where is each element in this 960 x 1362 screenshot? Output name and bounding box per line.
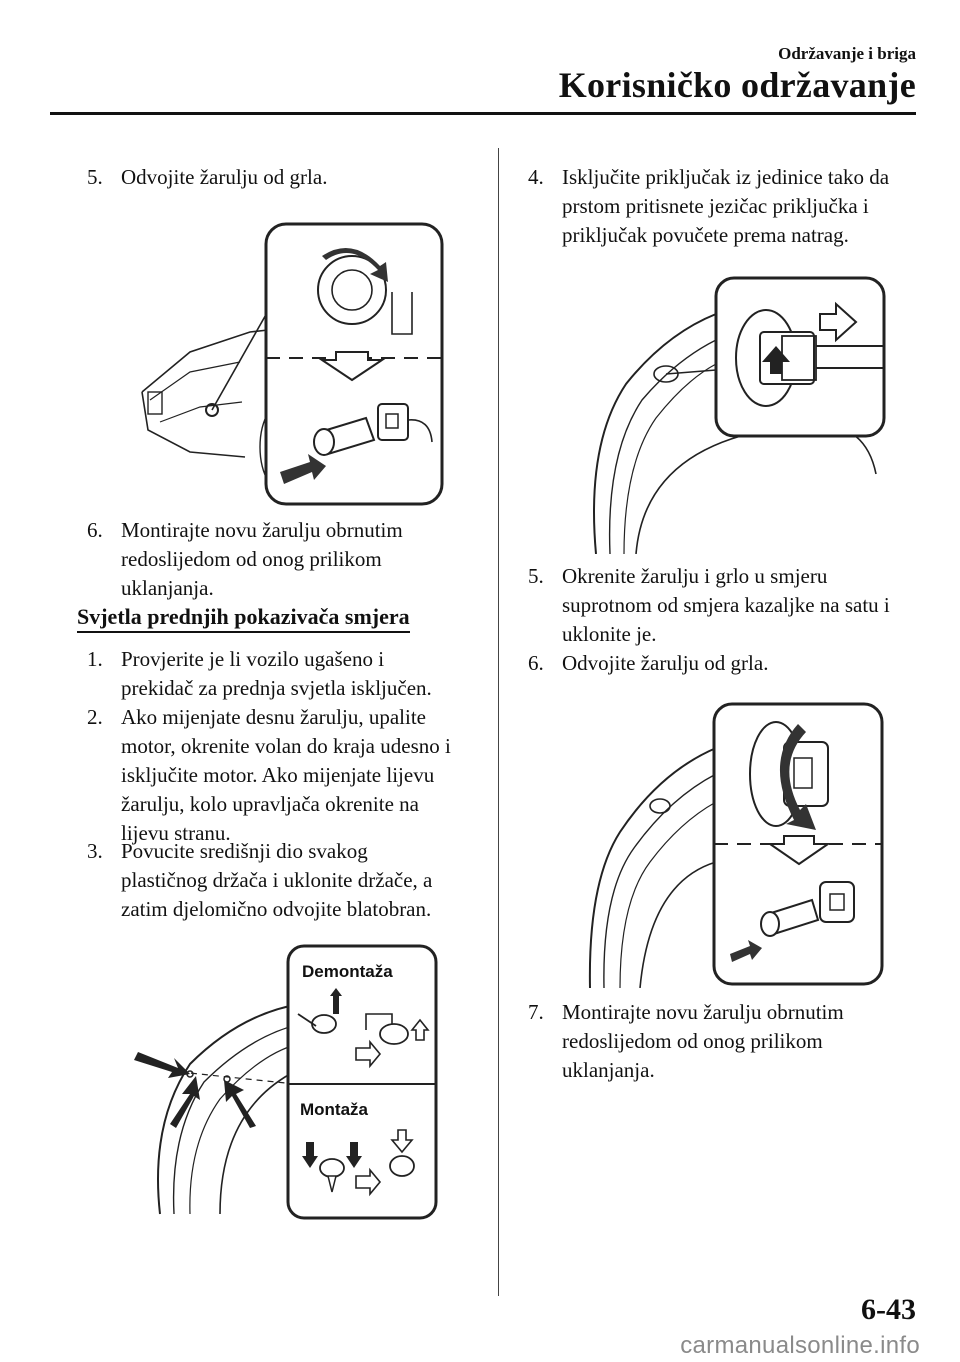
step-number: 6. [87,518,103,542]
step-text-line: motor, okrenite volan do kraja udesno i [121,734,451,758]
socket-rotate-figure [588,702,884,988]
step-number: 2. [87,705,103,729]
retainer-figure: Demontaža Montaža [130,944,440,1222]
step-number: 4. [528,165,544,189]
label-installation: Montaža [300,1100,368,1119]
bulb-removal-figure [141,222,444,506]
step-text-line: uklanjanja. [562,1058,655,1082]
step-text-line: priključak povučete prema natrag. [562,223,849,247]
header-rule [50,112,916,115]
step-text-line: zatim djelomično odvojite blatobran. [121,897,432,921]
step-text-line: isključite motor. Ako mijenjate lijevu [121,763,435,787]
step-text-line: Odvojite žarulju od grla. [562,651,769,675]
step-number: 3. [87,839,103,863]
label-removal: Demontaža [302,962,393,981]
step-text: Odvojite žarulju od grla. [121,165,328,189]
step-number: 5. [528,564,544,588]
step-text-line: lijevu stranu. [121,821,231,845]
step-text-line: prstom pritisnete jezičac priključka i [562,194,869,218]
step-number: 1. [87,647,103,671]
step-text-line: redoslijedom od onog prilikom [121,547,382,571]
section-title: Održavanje i briga [778,44,916,63]
chapter-title: Korisničko održavanje [558,65,916,105]
step-text-line: uklanjanja. [121,576,214,600]
page-number: 6-43 [861,1293,916,1326]
step-text-line: plastičnog držača i uklonite držače, a [121,868,433,892]
connector-figure [593,276,886,554]
watermark: carmanualsonline.info [680,1332,920,1359]
step-text-line: Montirajte novu žarulju obrnutim [562,1000,844,1024]
step-text-line: Ako mijenjate desnu žarulju, upalite [121,705,426,729]
column-divider [498,148,499,1296]
step-text-line: redoslijedom od onog prilikom [562,1029,823,1053]
step-text-line: prekidač za prednja svjetla isključen. [121,676,432,700]
step-number: 6. [528,651,544,675]
step-text-line: uklonite je. [562,622,657,646]
step-text-line: Montirajte novu žarulju obrnutim [121,518,403,542]
step-text-line: suprotnom od smjera kazaljke na satu i [562,593,890,617]
step-number: 7. [528,1000,544,1024]
step-number: 5. [87,165,103,189]
step-text-line: Okrenite žarulju i grlo u smjeru [562,564,828,588]
step-text-line: Povucite središnji dio svakog [121,839,368,863]
step-text-line: Provjerite je li vozilo ugašeno i [121,647,385,671]
step-text-line: žarulju, kolo upravljača okrenite na [121,792,419,816]
step-text-line: Isključite priključak iz jedinice tako d… [562,165,890,189]
subheading: Svjetla prednjih pokazivača smjera [77,604,410,633]
